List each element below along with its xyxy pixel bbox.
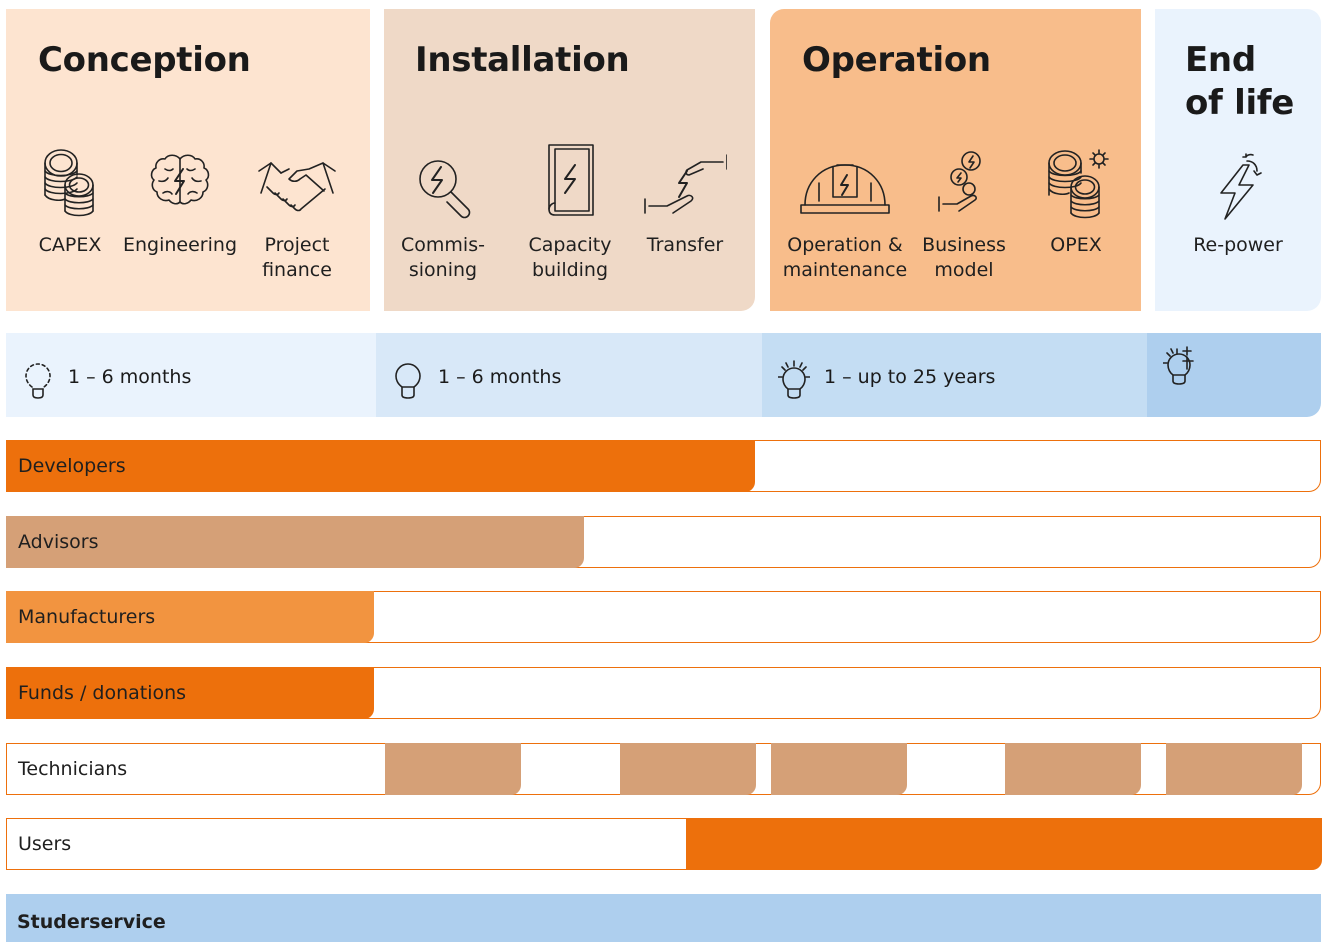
track-label: Advisors xyxy=(18,531,99,553)
phase-conception: Conception CAPEX Engineering xyxy=(6,9,370,311)
involvement-segment xyxy=(771,742,907,795)
phase-title: Conception xyxy=(38,40,251,80)
involvement-segment xyxy=(1166,742,1302,795)
book-bolt-icon xyxy=(535,139,605,227)
phase-item-business-model: Business model xyxy=(918,147,1010,283)
bulb-spark-icon xyxy=(1163,346,1194,385)
duration-text: 1 – 6 months xyxy=(438,366,562,388)
phase-item-engineering: Engineering xyxy=(118,147,242,258)
phase-title: End of life xyxy=(1185,40,1295,123)
duration-text: 1 – 6 months xyxy=(68,366,192,388)
track-developers: Developers xyxy=(5,439,1321,492)
track-label: Developers xyxy=(18,455,126,477)
duration-conception: 1 – 6 months xyxy=(6,333,376,417)
item-label: OPEX xyxy=(1050,234,1102,256)
duration-installation: 1 – 6 months xyxy=(376,333,762,417)
item-label: CAPEX xyxy=(38,234,102,256)
bulb-dashed-icon xyxy=(25,363,51,399)
involvement-fill xyxy=(5,439,756,492)
phase-item-operation-maintenance: Operation & maintenance xyxy=(780,147,910,283)
item-label: Transfer xyxy=(646,234,724,256)
phase-installation: Installation Commis- sioning Capacity bu… xyxy=(384,9,755,311)
track-manufacturers: Manufacturers xyxy=(5,590,1321,643)
phase-end-of-life: End of life Re-power xyxy=(1155,9,1321,311)
track-studerservice: Studerservice xyxy=(6,894,1321,942)
coins-stack-icon xyxy=(35,147,105,227)
item-label: Operation & maintenance xyxy=(782,234,908,281)
duration-operation: 1 – up to 25 years xyxy=(762,333,1147,417)
phase-title: Installation xyxy=(415,40,630,80)
item-label: Business model xyxy=(922,234,1006,281)
involvement-segment xyxy=(385,742,521,795)
track-users: Users xyxy=(6,817,1322,870)
brain-bolt-icon xyxy=(145,147,215,227)
track-label: Funds / donations xyxy=(18,682,187,704)
track-label: Studerservice xyxy=(17,911,166,933)
bulb-glowing-icon xyxy=(778,360,810,399)
phase-title: Operation xyxy=(802,40,991,80)
phase-item-opex: OPEX xyxy=(1032,147,1120,258)
helmet-bolt-icon xyxy=(797,147,893,227)
track-technicians: Technicians xyxy=(6,742,1321,795)
involvement-fill xyxy=(686,817,1322,870)
hand-coins-icon xyxy=(929,147,999,227)
phase-item-re-power: Re-power xyxy=(1185,147,1291,258)
track-label: Users xyxy=(18,833,72,855)
phase-operation: Operation Operation & maintenance Busine… xyxy=(770,9,1141,311)
involvement-segment xyxy=(620,742,756,795)
phase-item-capacity-building: Capacity building xyxy=(520,139,620,283)
involvement-fill xyxy=(5,590,374,643)
handshake-icon xyxy=(258,147,336,227)
item-label: Capacity building xyxy=(528,234,612,281)
track-label: Technicians xyxy=(18,758,128,780)
item-label: Commis- sioning xyxy=(401,234,485,281)
phase-item-project-finance: Project finance xyxy=(250,147,344,283)
item-label: Re-power xyxy=(1193,234,1283,256)
involvement-fill xyxy=(5,666,374,719)
involvement-fill xyxy=(5,515,585,568)
bulb-icon xyxy=(395,363,421,399)
track-label: Manufacturers xyxy=(18,606,156,628)
coins-gear-icon xyxy=(1041,147,1111,227)
item-label: Engineering xyxy=(123,234,237,256)
phase-item-commissioning: Commis- sioning xyxy=(394,147,492,283)
track-funds-donations: Funds / donations xyxy=(5,666,1321,719)
involvement-segment xyxy=(1005,742,1141,795)
item-label: Project finance xyxy=(262,234,332,281)
duration-end-of-life xyxy=(1147,333,1321,417)
duration-text: 1 – up to 25 years xyxy=(824,366,996,388)
hand-transfer-icon xyxy=(644,147,728,227)
track-advisors: Advisors xyxy=(5,515,1321,568)
magnifier-bolt-icon xyxy=(408,147,478,227)
phase-item-transfer: Transfer xyxy=(640,147,730,258)
phase-item-capex: CAPEX xyxy=(28,147,112,258)
bolt-refresh-icon xyxy=(1203,147,1273,227)
